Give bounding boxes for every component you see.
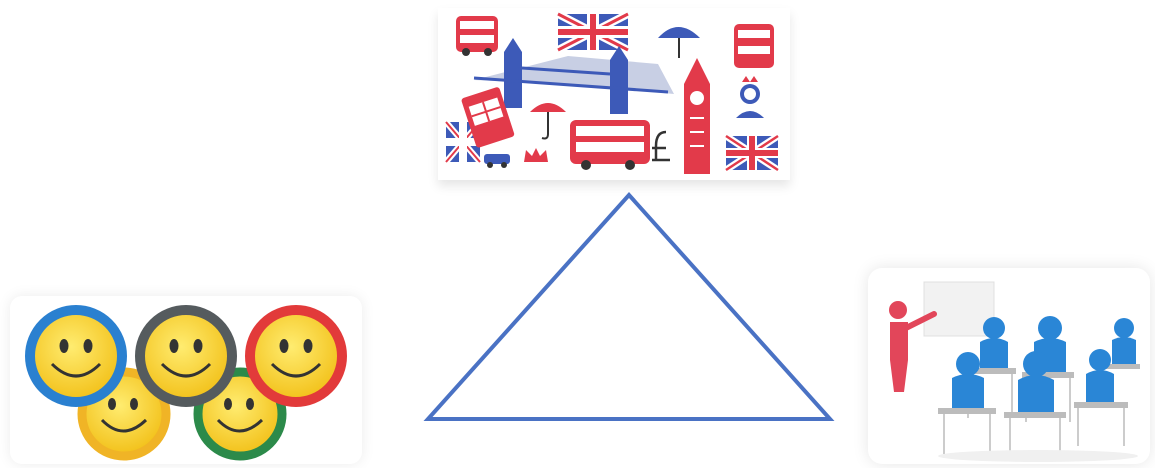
classroom-teacher-students-icon [868,268,1150,464]
union-jack-icon [558,14,628,50]
double-decker-bus-icon [456,16,498,56]
triangle-shape [428,195,830,419]
smiley-face-icon [140,310,232,402]
smiley-face-icon [250,310,342,402]
double-decker-bus-icon [734,24,774,68]
umbrella-icon [658,27,700,58]
smiley-face-icon [30,310,122,402]
london-collage-image [438,8,790,180]
triangle-diagram [420,185,840,425]
classroom-image [868,268,1150,464]
umbrella-icon [530,103,566,139]
big-ben-icon [684,58,710,174]
london-collage-icon [438,8,790,180]
double-decker-bus-icon [570,120,650,170]
crown-icon [524,148,548,162]
pound-sign-icon [652,132,670,160]
floor-shadow [938,450,1138,462]
smiley-olympic-rings-icon [10,296,362,464]
car-icon [484,154,510,168]
teacher-figure-icon [889,301,934,392]
union-jack-icon [726,136,778,170]
smiley-rings-image [10,296,362,464]
queen-icon [736,76,764,118]
